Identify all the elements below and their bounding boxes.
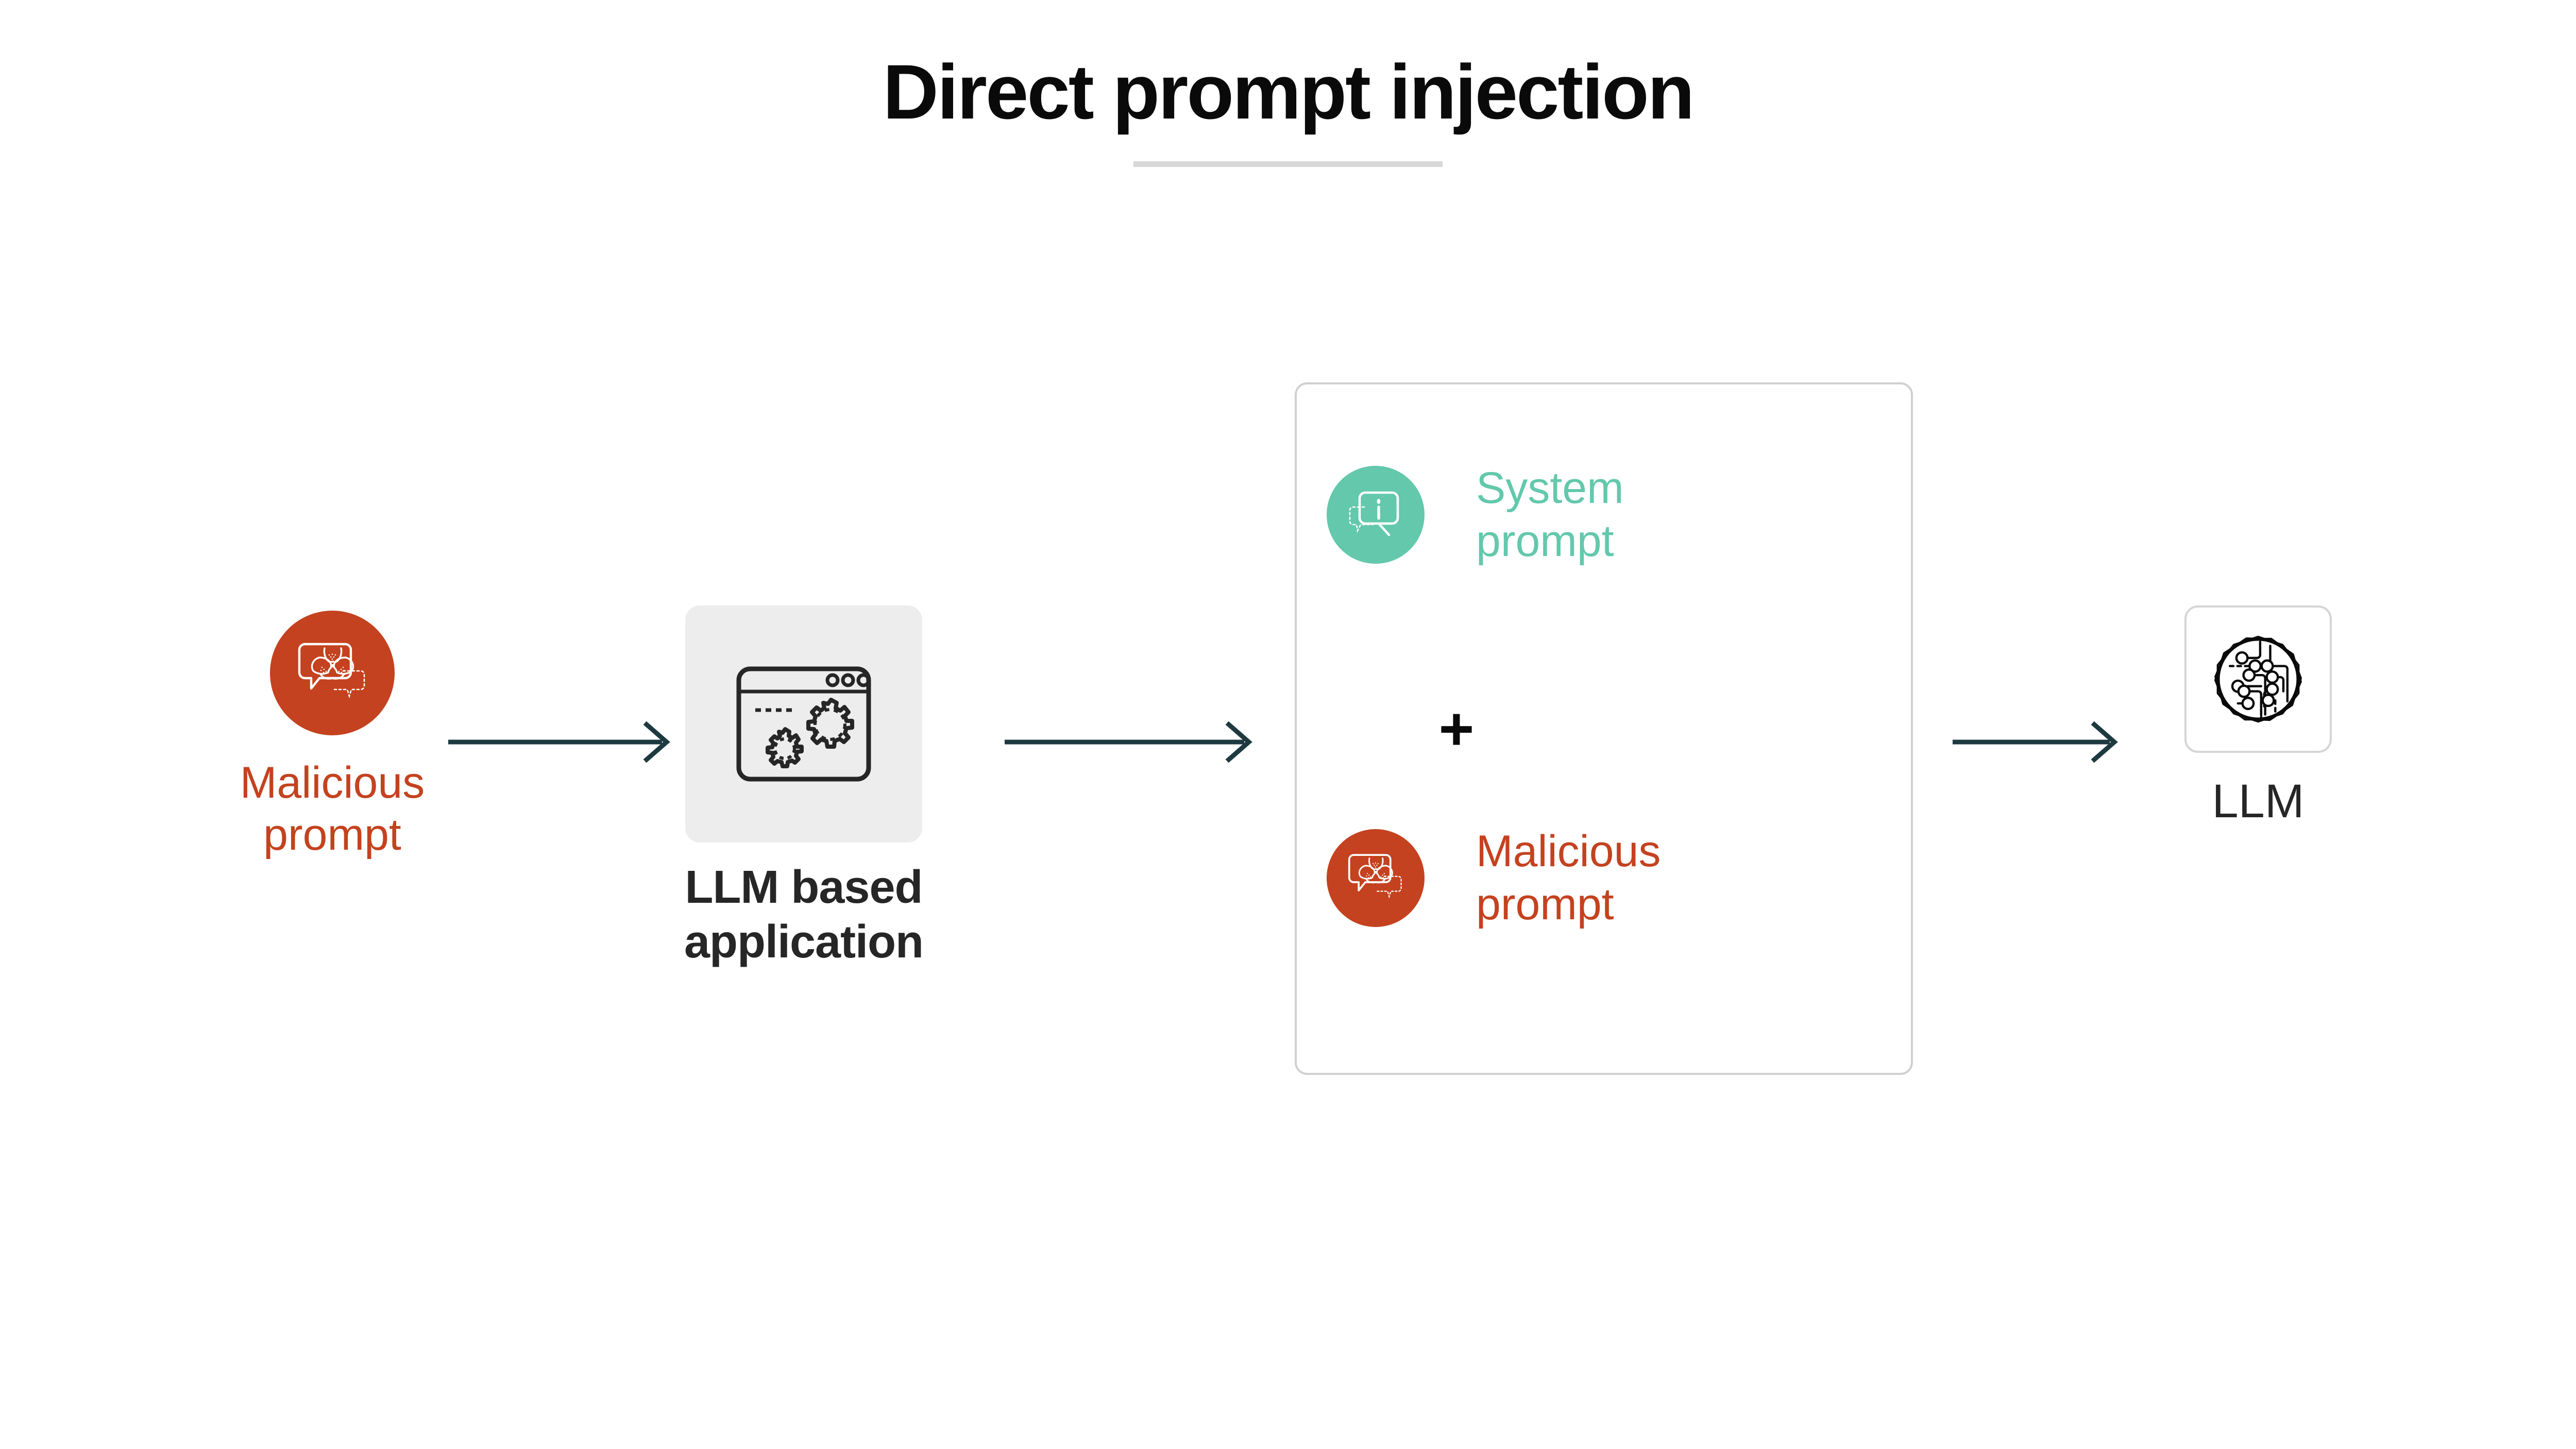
node-combined-prompt-box[interactable]: System prompt + [1295, 382, 1913, 1075]
node-llm[interactable]: LLM [2145, 605, 2371, 830]
combined-row-system-prompt[interactable]: System prompt [1327, 462, 1624, 568]
node-llm-based-application[interactable]: LLM based application [639, 605, 969, 969]
llm-label: LLM [2212, 775, 2304, 828]
llm-app-label: LLM based application [684, 862, 924, 968]
title-block: Direct prompt injection [0, 48, 2576, 167]
malicious-prompt-badge [270, 611, 395, 735]
biohazard-speech-bubble-icon [1348, 854, 1402, 899]
llm-badge [2184, 605, 2332, 753]
node-malicious-prompt[interactable]: Malicious prompt [170, 611, 495, 862]
system-prompt-badge [1327, 466, 1425, 564]
arrow-malicious-to-app [448, 711, 675, 773]
llm-app-badge [685, 605, 922, 843]
system-prompt-label: System prompt [1476, 463, 1624, 566]
combined-malicious-prompt-badge [1327, 829, 1425, 928]
neural-circuit-badge-icon [2214, 635, 2302, 723]
browser-gears-icon [736, 666, 871, 782]
info-speech-bubble-icon [1349, 491, 1399, 536]
arrow-app-to-combined [1005, 711, 1257, 773]
malicious-prompt-label: Malicious prompt [240, 758, 425, 860]
title-divider [1133, 161, 1443, 167]
biohazard-speech-bubble-icon [298, 643, 365, 699]
plus-operator: + [1438, 695, 1475, 763]
combined-malicious-prompt-label: Malicious prompt [1476, 827, 1661, 930]
page-title: Direct prompt injection [883, 48, 1695, 135]
arrow-combined-to-llm [1953, 711, 2123, 773]
combined-row-malicious-prompt[interactable]: Malicious prompt [1327, 825, 1660, 931]
